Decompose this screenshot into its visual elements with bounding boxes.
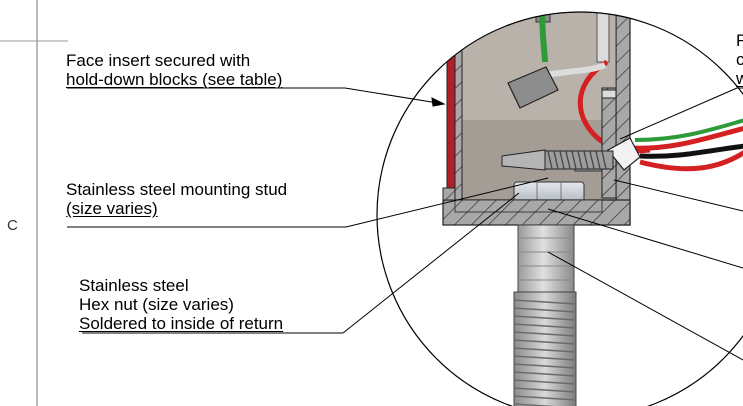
red-face-trim (446, 12, 456, 201)
wire-nut (507, 66, 559, 109)
right-wall (615, 12, 631, 226)
label-right-cut-line1: F (736, 31, 743, 50)
label-hex-nut-line2: Hex nut (size varies) (79, 295, 234, 314)
detail-circle (376, 11, 743, 406)
side-bracket (601, 87, 617, 199)
label-right-cut-line2: c (736, 50, 743, 69)
detail-circle-contents (442, 12, 743, 406)
black-wire-out (639, 143, 743, 159)
label-right-cut: F c w (736, 31, 743, 88)
zone-letter: C (7, 217, 18, 234)
label-mounting-stud-line2: (size varies) (66, 199, 158, 218)
label-mounting-stud: Stainless steel mounting stud (size vari… (66, 180, 287, 218)
leader-lines (67, 87, 743, 361)
label-face-insert: Face insert secured with hold-down block… (66, 51, 282, 89)
green-wire-out (634, 118, 743, 142)
label-face-insert-line1: Face insert secured with (66, 51, 251, 70)
left-wall (454, 12, 463, 201)
threaded-rod-upper (517, 224, 575, 296)
label-hex-nut: Stainless steel Hex nut (size varies) So… (79, 276, 283, 333)
grommet (607, 137, 641, 171)
label-hex-nut-line1: Stainless steel (79, 276, 189, 295)
red-wire-out-2 (639, 149, 743, 172)
red-wire-out-1 (629, 125, 743, 151)
green-wire (539, 12, 548, 63)
label-face-insert-line2: hold-down blocks (see table) (66, 70, 283, 89)
sheet-border (0, 0, 68, 406)
label-hex-nut-line3: Soldered to inside of return (79, 314, 284, 333)
label-right-cut-line3: w (736, 69, 743, 88)
label-mounting-stud-line1: Stainless steel mounting stud (66, 180, 288, 199)
